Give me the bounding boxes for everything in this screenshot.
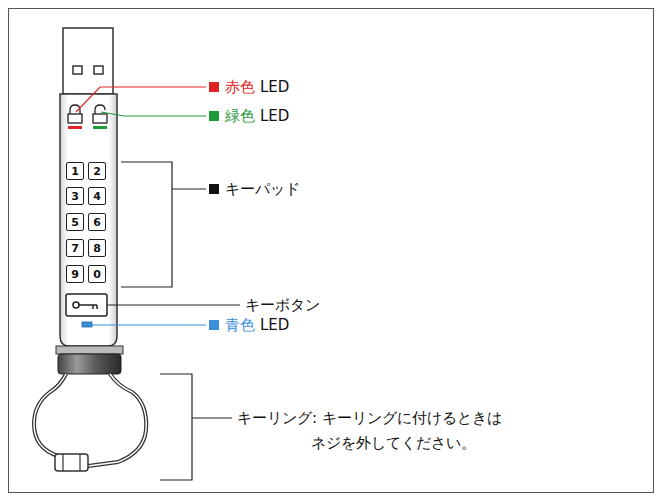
part-label: キーボタン bbox=[245, 296, 320, 314]
usb-plug bbox=[63, 28, 113, 94]
keypad-key: 6 bbox=[88, 213, 106, 231]
keypad-key: 3 bbox=[66, 187, 84, 205]
blue-led bbox=[82, 322, 92, 327]
keypad-key: 7 bbox=[66, 239, 84, 257]
key-ring bbox=[34, 374, 146, 466]
color-square bbox=[209, 184, 219, 194]
keypad-key: 1 bbox=[66, 162, 84, 180]
keypad-key: 9 bbox=[66, 265, 84, 283]
frame bbox=[9, 9, 654, 493]
keypad-key: 4 bbox=[88, 187, 106, 205]
note-text: ネジを外してください。 bbox=[311, 434, 476, 452]
ring-screw bbox=[55, 454, 88, 471]
led-label: 赤色 bbox=[225, 78, 255, 96]
color-square bbox=[209, 82, 219, 92]
bracket bbox=[121, 162, 172, 287]
led-label: LED bbox=[260, 78, 289, 96]
color-square bbox=[209, 111, 219, 121]
key-number: 6 bbox=[93, 217, 101, 228]
led-label: LED bbox=[260, 316, 289, 334]
keypad-key: 2 bbox=[88, 162, 106, 180]
leader-line bbox=[101, 112, 206, 116]
key-number: 0 bbox=[93, 269, 101, 280]
key-number: 5 bbox=[71, 217, 79, 228]
keypad-key: 8 bbox=[88, 239, 106, 257]
leader-line bbox=[107, 304, 240, 305]
key-button bbox=[66, 294, 107, 316]
key-number: 8 bbox=[93, 243, 101, 254]
led-label: LED bbox=[260, 107, 289, 125]
red-led bbox=[68, 126, 82, 129]
keypad-key: 0 bbox=[88, 265, 106, 283]
leader-line bbox=[76, 87, 206, 112]
lock-icons bbox=[68, 105, 107, 123]
key-number: 2 bbox=[93, 166, 101, 177]
key-number: 9 bbox=[71, 269, 79, 280]
cap bbox=[58, 354, 121, 374]
green-led bbox=[93, 126, 107, 129]
bracket bbox=[160, 374, 192, 480]
led-label: 青色 bbox=[225, 316, 255, 334]
color-square bbox=[209, 320, 219, 330]
key-symbol bbox=[73, 302, 97, 309]
led-label: 緑色 bbox=[225, 107, 255, 125]
device-body bbox=[60, 94, 117, 346]
keypad-key: 5 bbox=[66, 213, 84, 231]
note-text: キーリング: キーリングに付けるときは bbox=[237, 409, 502, 427]
key-number: 1 bbox=[71, 166, 79, 177]
key-number: 3 bbox=[71, 191, 79, 202]
key-number: 7 bbox=[71, 243, 79, 254]
part-label: キーパッド bbox=[225, 180, 300, 198]
key-number: 4 bbox=[93, 191, 101, 202]
leader-line bbox=[92, 324, 206, 325]
